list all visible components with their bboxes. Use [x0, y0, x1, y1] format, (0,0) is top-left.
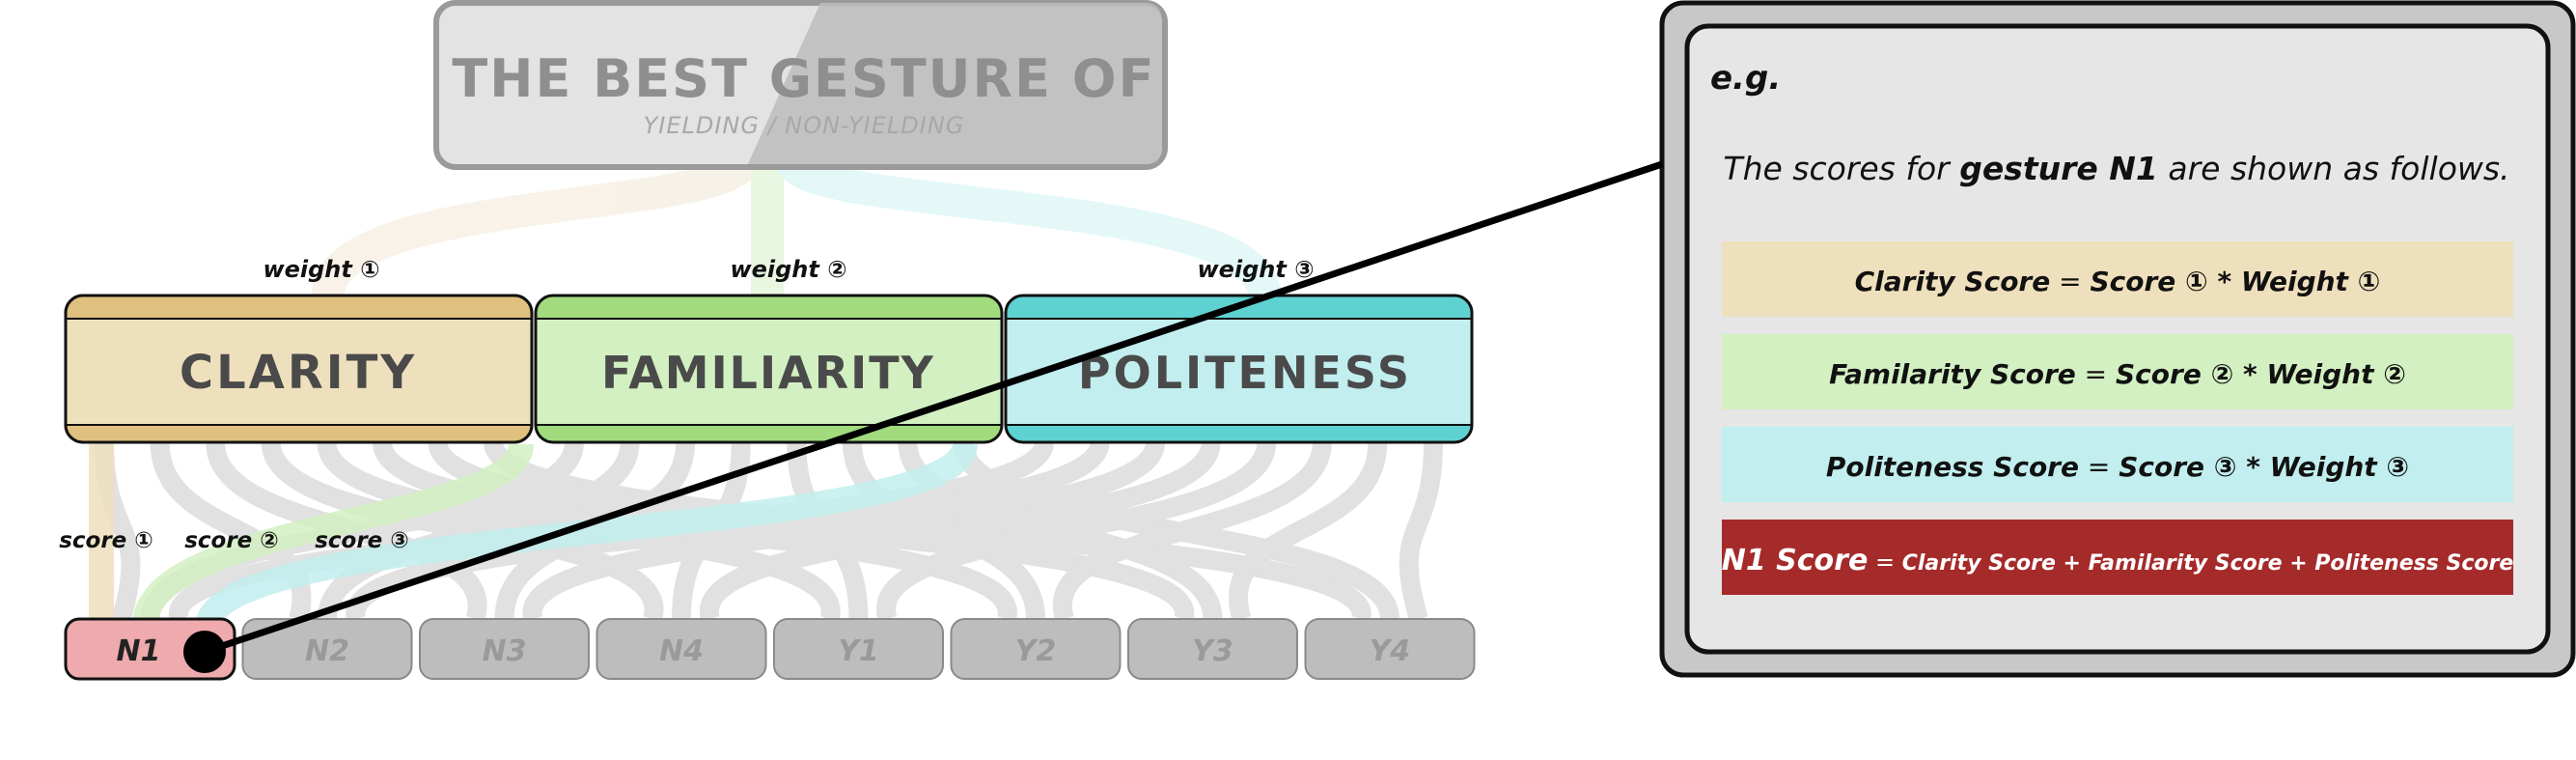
- example-panel: e.g. The scores for gesture N1 are shown…: [1659, 0, 2576, 678]
- weight-links: [312, 153, 1281, 298]
- gesture-label-n3: N3: [483, 634, 527, 668]
- formula-equals: =: [2050, 266, 2090, 297]
- gesture-y1: Y1: [773, 618, 944, 680]
- goal-subtitle: YIELDING / NON-YIELDING: [644, 112, 965, 139]
- criterion-label-familiarity: FAMILIARITY: [601, 347, 935, 399]
- gesture-label-n2: N2: [305, 634, 349, 668]
- weight-link-clarity: [312, 154, 760, 298]
- score-label-2: score ②: [184, 528, 279, 553]
- criterion-label-politeness: POLITENESS: [1078, 347, 1412, 399]
- criterion-label-clarity: CLARITY: [180, 346, 417, 400]
- score-label-1: score ①: [59, 528, 153, 553]
- score-link: [522, 440, 1166, 622]
- score-link: [699, 440, 1221, 622]
- gesture-label-y2: Y2: [1015, 634, 1057, 668]
- gesture-n2: N2: [241, 618, 413, 680]
- formula-text: Familarity Score = Score ② * Weight ②: [1829, 358, 2406, 390]
- formula-row-2: Familarity Score = Score ② * Weight ②: [1722, 334, 2513, 409]
- formula-equals: =: [2079, 451, 2119, 483]
- formula-term: Clarity Score: [1855, 266, 2051, 297]
- n1-link-politeness: [195, 441, 978, 630]
- formula-row-1: Clarity Score = Score ① * Weight ①: [1722, 241, 2513, 317]
- formula-term: Familarity Score: [1829, 358, 2076, 390]
- formula-equals: =: [2076, 358, 2116, 390]
- n1-score-links: [89, 441, 978, 630]
- criterion-familiarity: FAMILIARITY: [534, 294, 1004, 444]
- example-intro-post: are shown as follows.: [2158, 150, 2510, 187]
- score-link: [346, 439, 1110, 622]
- total-formula-text: N1 Score = Clarity Score + Familarity Sc…: [1722, 544, 2514, 577]
- formula-expression: Score ③ * Weight ③: [2119, 451, 2409, 483]
- gesture-label-y1: Y1: [838, 634, 879, 668]
- score-link: [876, 440, 1277, 622]
- gesture-n3: N3: [419, 618, 590, 680]
- formula-text: Clarity Score = Score ① * Weight ①: [1855, 266, 2381, 297]
- gesture-label-n4: N4: [659, 634, 704, 668]
- goal-box: THE BEST GESTURE OF YIELDING / NON-YIELD…: [433, 0, 1168, 170]
- gesture-label-y3: Y3: [1192, 634, 1233, 668]
- formula-row-3: Politeness Score = Score ③ * Weight ③: [1722, 427, 2513, 502]
- weight-link-politeness: [775, 153, 1281, 298]
- example-intro-pre: The scores for: [1723, 150, 1959, 187]
- pointer-line: [203, 160, 1664, 656]
- score-link: [318, 440, 640, 621]
- gesture-row: N1 N2 N3 N4 Y1 Y2 Y3 Y4: [64, 617, 1476, 681]
- n1-link-familiarity: [132, 441, 534, 628]
- n1-marker-dot: [183, 631, 226, 673]
- total-expression: Clarity Score + Familarity Score + Polit…: [1902, 551, 2514, 576]
- weight-label-3: weight ③: [1197, 256, 1314, 283]
- criterion-politeness: POLITENESS: [1004, 294, 1474, 444]
- gesture-y3: Y3: [1127, 618, 1298, 680]
- criterion-clarity: CLARITY: [64, 294, 534, 444]
- goal-title: THE BEST GESTURE OF: [452, 48, 1155, 109]
- score-label-3: score ③: [315, 528, 409, 553]
- example-intro: The scores for gesture N1 are shown as f…: [1723, 150, 2509, 187]
- score-link: [1052, 440, 1332, 622]
- score-link: [1399, 441, 1443, 622]
- example-intro-bold: gesture N1: [1959, 150, 2158, 187]
- score-link: [1229, 441, 1388, 622]
- total-term: N1 Score: [1722, 544, 1869, 577]
- formula-expression: Score ① * Weight ①: [2091, 266, 2381, 297]
- gesture-y2: Y2: [950, 618, 1122, 680]
- example-heading: e.g.: [1710, 59, 1781, 98]
- weight-label-1: weight ①: [263, 256, 379, 283]
- example-formula-rows: Clarity Score = Score ① * Weight ① Famila…: [1722, 241, 2514, 595]
- formula-term: Politeness Score: [1826, 451, 2079, 483]
- gesture-n4: N4: [596, 618, 767, 680]
- weight-label-2: weight ②: [730, 256, 846, 283]
- formula-expression: Score ② * Weight ②: [2116, 358, 2406, 390]
- gesture-label-n1: N1: [117, 634, 161, 668]
- formula-text: Politeness Score = Score ③ * Weight ③: [1826, 451, 2409, 483]
- gesture-y4: Y4: [1304, 618, 1476, 680]
- formula-row-total: N1 Score = Clarity Score + Familarity Sc…: [1722, 520, 2514, 595]
- gesture-label-y4: Y4: [1370, 634, 1411, 668]
- total-equals: =: [1868, 549, 1901, 576]
